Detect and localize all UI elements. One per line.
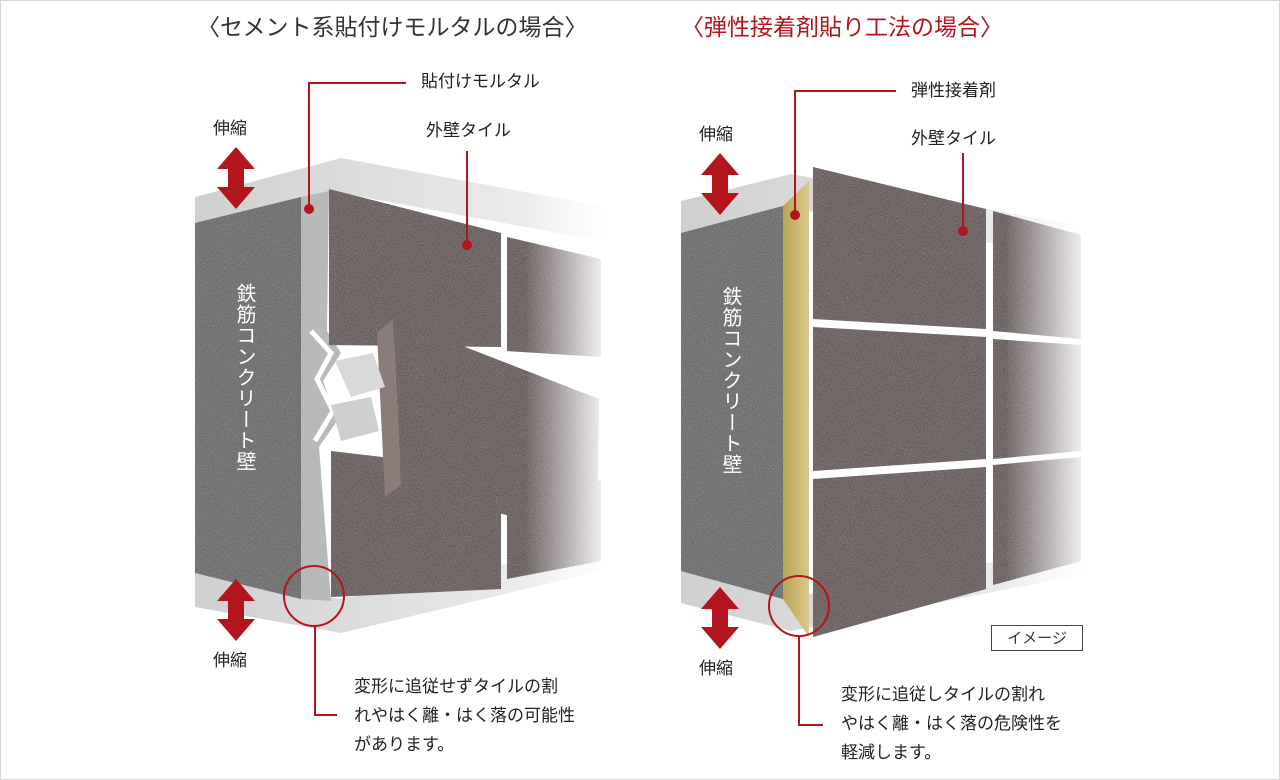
- left-diagram: [195, 151, 611, 641]
- right-adhesive-label: 弾性接着剤: [911, 81, 996, 101]
- right-top-arrow-icon: [701, 153, 739, 215]
- leader-lines: [283, 82, 964, 726]
- right-tile-dot: [958, 226, 968, 236]
- right-adhesive-dot: [790, 210, 800, 220]
- right-title: 〈弾性接着剤貼り工法の場合〉: [681, 15, 1003, 41]
- right-diagram: [681, 161, 1091, 651]
- left-adhesive-label: 貼付けモルタル: [421, 72, 540, 92]
- right-note-leader: [798, 636, 823, 726]
- left-bottom-arrow-label: 伸縮: [213, 651, 247, 671]
- left-bottom-arrow-icon: [217, 579, 255, 641]
- left-mortar-crack: [309, 329, 336, 443]
- right-concrete-wall: [681, 206, 783, 599]
- left-falling-tile-edge: [377, 319, 401, 497]
- left-top-arrow-icon: [217, 147, 255, 209]
- left-mortar-layer: [301, 191, 341, 601]
- left-mortar-chunk: [335, 353, 385, 397]
- left-top-arrow-label: 伸縮: [213, 119, 247, 139]
- left-adhesive-dot: [304, 204, 314, 214]
- right-elastic-layer: [783, 181, 809, 637]
- left-wall-label: 鉄筋コンクリート壁: [233, 283, 257, 472]
- left-title: 〈セメント系貼付けモルタルの場合〉: [197, 15, 588, 41]
- left-mortar-chunk-2: [331, 397, 379, 441]
- left-concrete-wall: [195, 197, 301, 599]
- right-tile-label: 外壁タイル: [911, 129, 996, 149]
- left-adhesive-leader: [308, 82, 406, 209]
- leader-dots: [304, 204, 968, 250]
- image-badge: イメージ: [991, 625, 1083, 651]
- arrows: [217, 147, 739, 649]
- right-note: 変形に追従しタイルの割れ やはく離・はく落の危険性を 軽減します。: [841, 685, 1062, 763]
- right-wall-label: 鉄筋コンクリート壁: [719, 286, 743, 475]
- right-fade: [901, 161, 1091, 651]
- left-fade: [421, 151, 611, 641]
- left-note: 変形に追従せずタイルの割 れやはく離・はく落の可能性 があります。: [354, 677, 575, 755]
- right-bottom-arrow-label: 伸縮: [699, 659, 733, 679]
- left-tile-label: 外壁タイル: [426, 121, 511, 141]
- right-adhesive-leader: [794, 90, 896, 215]
- right-bottom-arrow-icon: [701, 587, 739, 649]
- left-tile-dot: [462, 240, 472, 250]
- left-note-leader: [314, 626, 337, 716]
- right-top-arrow-label: 伸縮: [699, 125, 733, 145]
